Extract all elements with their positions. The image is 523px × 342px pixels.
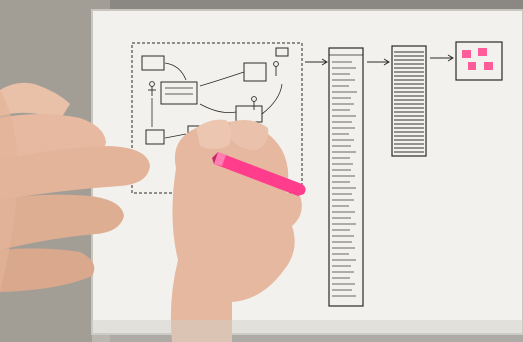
paper-sheet [92, 10, 523, 334]
